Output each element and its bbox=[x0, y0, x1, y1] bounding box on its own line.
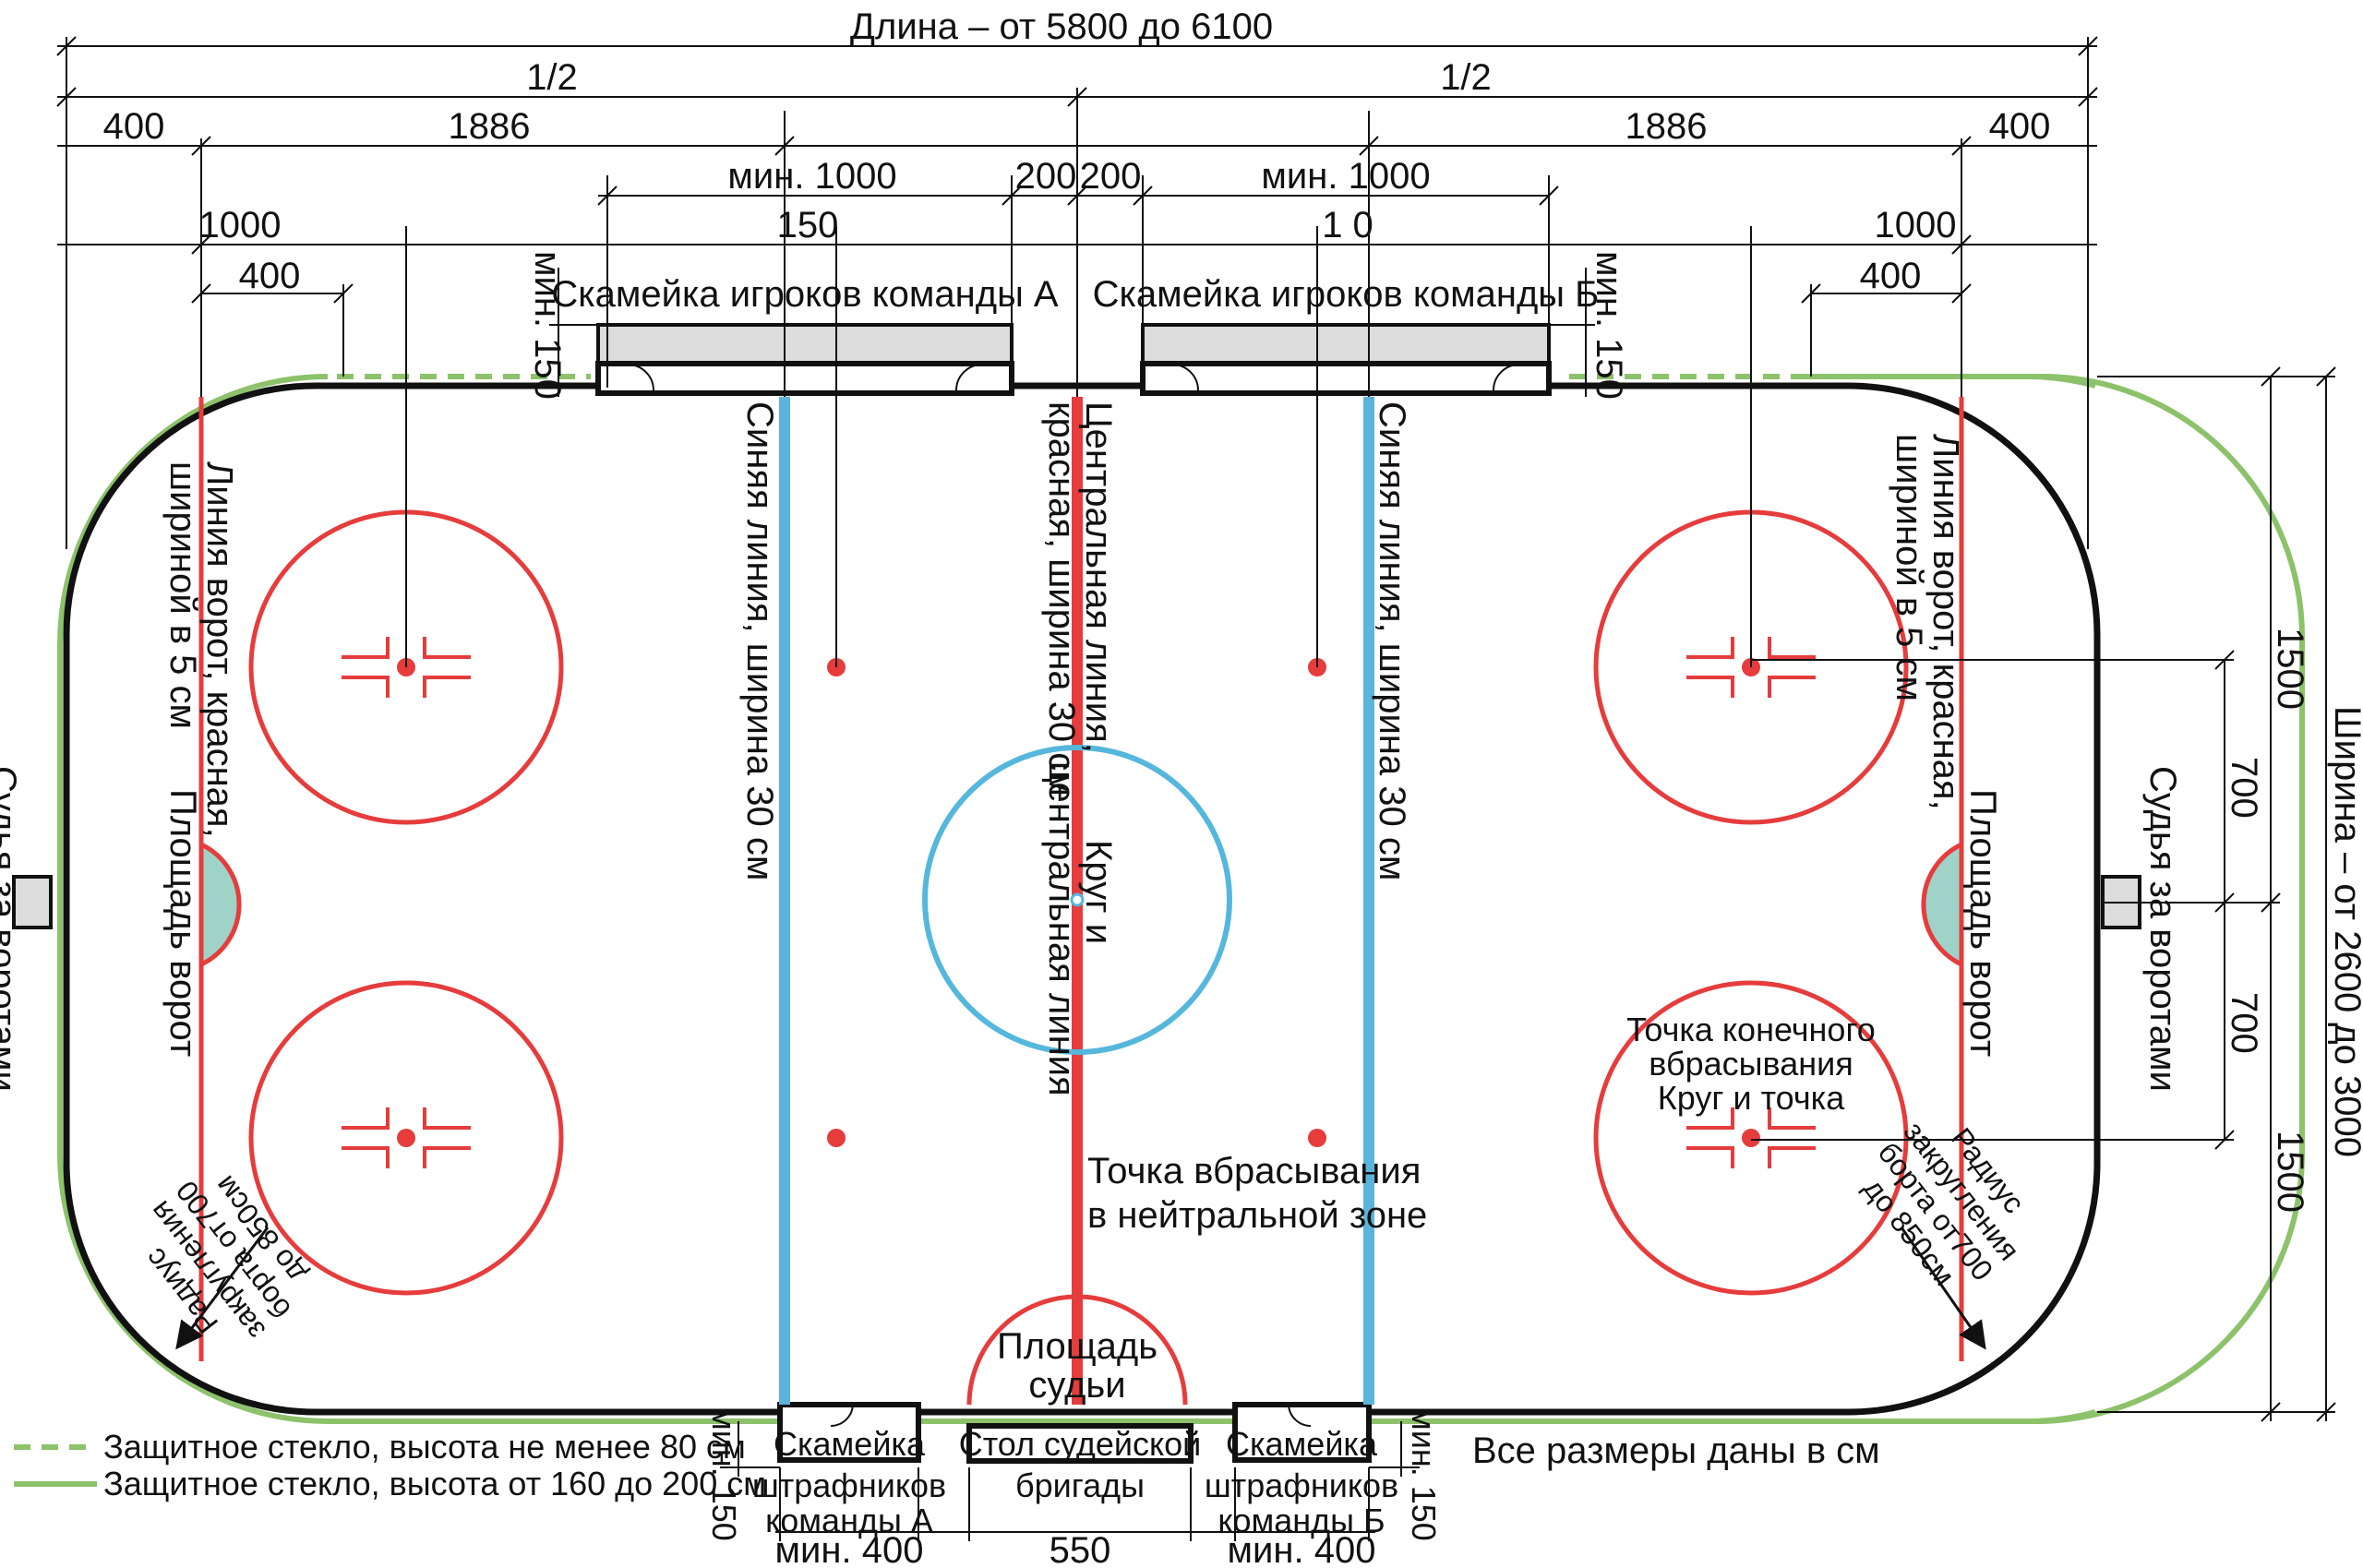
judge-right-label: Судья за воротами bbox=[2142, 766, 2183, 1092]
dim-bench-b-min: мин. 1000 bbox=[1261, 156, 1430, 197]
blue-line-left-label: Синяя линия, ширина 30 см bbox=[739, 401, 780, 880]
penalty-a-label-3: команды А bbox=[765, 1502, 933, 1539]
scorer-table bbox=[966, 1423, 1193, 1464]
dim-w-700-top: 700 bbox=[2224, 757, 2264, 819]
dim-left-1886: 1886 bbox=[449, 106, 531, 147]
dim-gap-200-b: 200 bbox=[1080, 156, 1142, 197]
goal-judge-box-left bbox=[12, 875, 53, 929]
player-bench-b bbox=[1141, 323, 1551, 365]
center-faceoff-dot bbox=[1070, 892, 1085, 907]
penalty-box-a bbox=[777, 1402, 921, 1463]
penalty-box-b bbox=[1232, 1402, 1372, 1463]
faceoff-circle-bottom-right bbox=[1593, 980, 1909, 1296]
dim-penalty-b-min: мин. 400 bbox=[1228, 1530, 1376, 1568]
center-circle-label-2: центральная линия bbox=[1041, 761, 1082, 1096]
penalty-b-door bbox=[1288, 1403, 1312, 1427]
penalty-b-label-2: штрафников bbox=[1205, 1466, 1398, 1504]
goal-crease-right bbox=[1921, 841, 1964, 968]
center-circle-label-1: Круг и bbox=[1078, 840, 1119, 944]
top-dimension-lines bbox=[56, 36, 2098, 549]
neutral-dot-bottom-left bbox=[827, 1129, 846, 1147]
dim-table-550: 550 bbox=[1050, 1530, 1111, 1568]
referee-crease bbox=[966, 1294, 1188, 1406]
faceoff-circle-bottom-left bbox=[248, 980, 564, 1296]
dim-150-b: 1 0 bbox=[1322, 205, 1373, 245]
bench-a-door-right bbox=[955, 364, 983, 391]
player-bench-a bbox=[596, 323, 1014, 365]
penalty-b-label-3: команды Б bbox=[1217, 1502, 1385, 1539]
goal-line-left-label-1: Линия ворот, красная, bbox=[199, 461, 240, 838]
dim-length: Длина – от 5800 до 6100 bbox=[850, 6, 1273, 47]
dim-bench-depth-b: мин. 150 bbox=[1589, 251, 1629, 400]
units-note: Все размеры даны в см bbox=[1472, 1430, 1880, 1471]
dim-penalty-depth-b: мин. 150 bbox=[1405, 1407, 1443, 1541]
crease-right-label: Площадь ворот bbox=[1962, 789, 2003, 1057]
judge-left-label: Судья за воротами bbox=[0, 766, 23, 1092]
faceoff-end-label-3: Круг и точка bbox=[1658, 1079, 1845, 1117]
crease-left-label: Площадь ворот bbox=[162, 789, 203, 1057]
dim-left-1000: 1000 bbox=[199, 205, 282, 245]
neutral-faceoff-label-1: Точка вбрасывания bbox=[1087, 1151, 1421, 1191]
referee-area-label-2: судьи bbox=[1028, 1365, 1125, 1406]
goal-line-right-label-1: Линия ворот, красная, bbox=[1925, 434, 1966, 810]
scorer-table-label-2: бригады bbox=[1015, 1466, 1145, 1504]
bench-a-label: Скамейка игроков команды А bbox=[551, 274, 1059, 315]
dim-right-1000: 1000 bbox=[1875, 205, 1957, 245]
goal-line-right-label-2: шириной в 5 см bbox=[1889, 434, 1929, 701]
dim-right-400: 400 bbox=[1989, 106, 2051, 147]
dim-w-1500-top: 1500 bbox=[2270, 628, 2310, 710]
radius-arrow-left bbox=[175, 1227, 270, 1350]
penalty-a-label-2: штрафников bbox=[752, 1466, 946, 1504]
dim-bench-depth-a: мин. 150 bbox=[527, 251, 568, 400]
faceoff-end-label-2: вбрасывания bbox=[1649, 1045, 1853, 1083]
legend-dashed-text: Защитное стекло, высота не менее 80 см bbox=[103, 1428, 746, 1466]
dim-left-400-goal: 400 bbox=[239, 256, 301, 296]
right-dimension-lines bbox=[1751, 366, 2336, 1422]
dim-right-400-goal: 400 bbox=[1860, 256, 1922, 296]
player-bench-a-doors bbox=[595, 361, 1014, 396]
legend: Защитное стекло, высота не менее 80 см З… bbox=[14, 1428, 766, 1502]
bottom-dimension-lines bbox=[720, 1421, 1420, 1541]
radius-arrow-right bbox=[1900, 1227, 1986, 1350]
referee-area-label-1: Площадь bbox=[997, 1326, 1158, 1367]
bench-b-door-right bbox=[1493, 364, 1520, 391]
neutral-faceoff-label-2: в нейтральной зоне bbox=[1087, 1195, 1427, 1236]
dim-half-left: 1/2 bbox=[526, 57, 578, 98]
dim-left-400: 400 bbox=[103, 106, 165, 147]
dim-150-a: 150 bbox=[777, 205, 839, 245]
neutral-dot-bottom-right bbox=[1308, 1129, 1326, 1147]
dim-width-total: Ширина – от 2600 до 3000 bbox=[2327, 706, 2363, 1157]
penalty-a-door bbox=[830, 1403, 854, 1427]
pointer-lines bbox=[405, 226, 1752, 667]
dim-w-700-bottom: 700 bbox=[2224, 992, 2264, 1054]
dim-right-1886: 1886 bbox=[1625, 106, 1708, 147]
center-line-label-1: Центральная линия, bbox=[1078, 401, 1119, 753]
dim-w-1500-bottom: 1500 bbox=[2270, 1131, 2310, 1213]
center-line-label-2: красная, ширина 30 см bbox=[1041, 401, 1082, 796]
faceoff-end-label-1: Точка конечного bbox=[1626, 1011, 1876, 1048]
legend-solid-text: Защитное стекло, высота от 160 до 200 см bbox=[103, 1465, 766, 1502]
dim-penalty-depth-a: мин. 150 bbox=[705, 1407, 743, 1541]
blue-line-right-label: Синяя линия, ширина 30 см bbox=[1372, 401, 1412, 880]
bench-b-label: Скамейка игроков команды Б bbox=[1093, 274, 1600, 315]
dim-gap-200-a: 200 bbox=[1015, 156, 1077, 197]
dim-half-right: 1/2 bbox=[1440, 57, 1492, 98]
glass-high-right bbox=[1366, 374, 2305, 1424]
goal-line-left-label-2: шириной в 5 см bbox=[162, 461, 203, 729]
bench-b-door-left bbox=[1171, 364, 1199, 391]
center-circle bbox=[922, 745, 1232, 1055]
dim-bench-a-min: мин. 1000 bbox=[727, 156, 896, 197]
bench-a-door-left bbox=[627, 364, 654, 391]
goal-crease-left bbox=[198, 841, 242, 968]
penalty-a-label-1: Скамейка bbox=[774, 1425, 926, 1463]
dim-penalty-a-min: мин. 400 bbox=[775, 1530, 924, 1568]
penalty-b-label-1: Скамейка bbox=[1226, 1425, 1378, 1463]
scorer-table-label-1: Стол судейской bbox=[959, 1425, 1202, 1463]
player-bench-b-doors bbox=[1140, 361, 1552, 396]
